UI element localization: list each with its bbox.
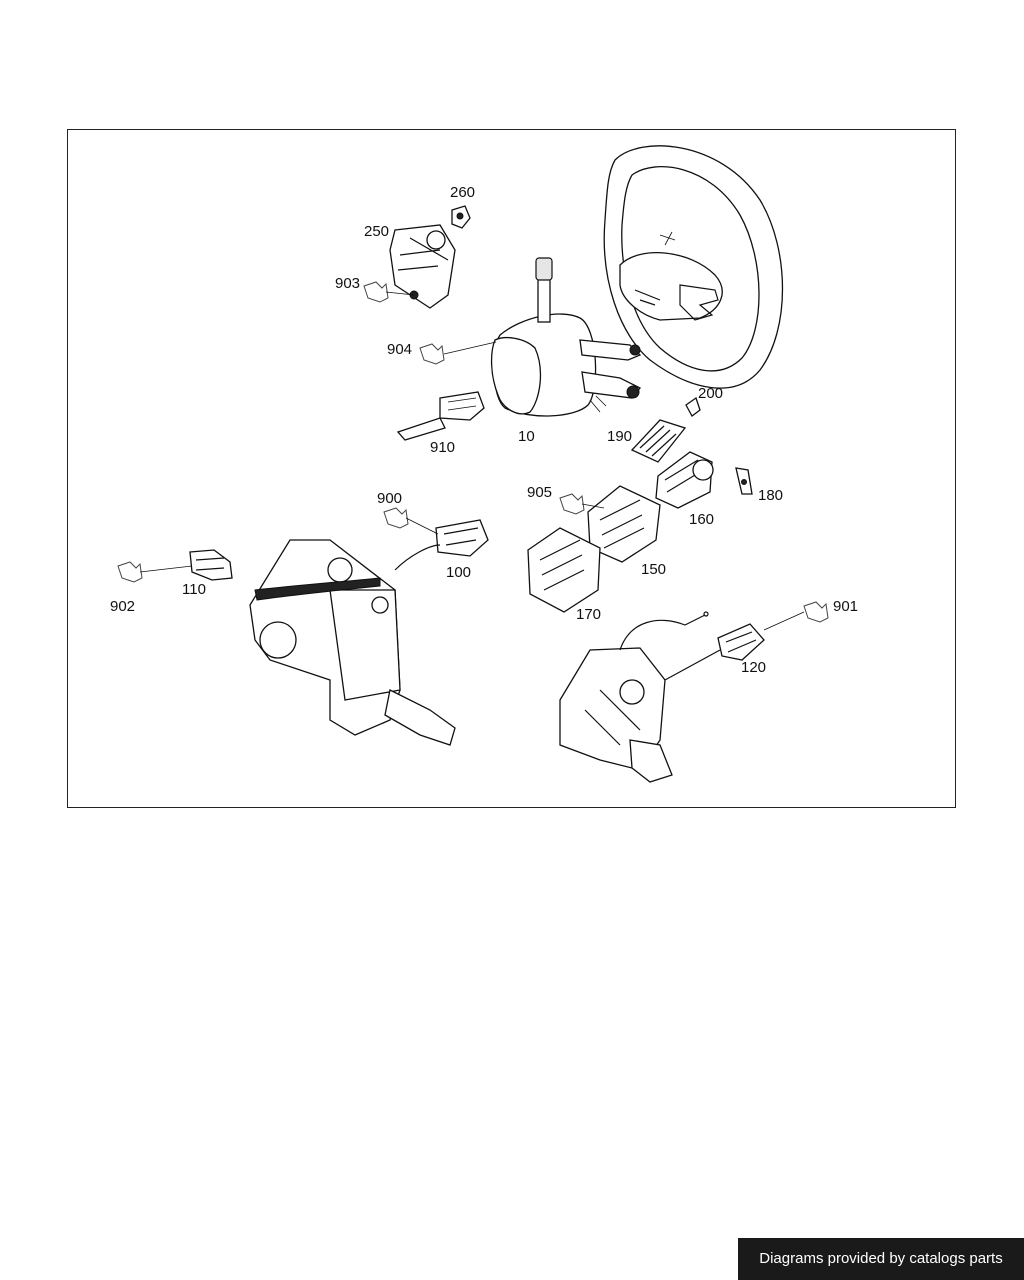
label-170: 170 — [576, 606, 601, 623]
steering-wheel — [603, 145, 784, 389]
label-200: 200 — [698, 385, 723, 402]
label-901: 901 — [833, 598, 858, 615]
part-180-bracket — [735, 467, 753, 495]
label-902: 902 — [110, 598, 135, 615]
part-250-module — [389, 224, 456, 309]
label-150: 150 — [641, 561, 666, 578]
part-labels: 260 250 903 904 910 10 190 200 180 160 9… — [110, 184, 858, 676]
label-910: 910 — [430, 439, 455, 456]
label-904: 904 — [387, 341, 412, 358]
diagram-frame — [67, 129, 956, 808]
bolt-symbols — [117, 281, 829, 623]
part-110-switch — [189, 549, 233, 581]
part-170-switch — [527, 527, 601, 613]
part-910-sensor — [396, 391, 485, 441]
label-100: 100 — [446, 564, 471, 581]
part-260-clip — [451, 205, 471, 229]
label-905: 905 — [527, 484, 552, 501]
part-200-clip — [685, 396, 701, 417]
parking-brake-assembly — [559, 611, 709, 783]
label-903: 903 — [335, 275, 360, 292]
part-120-switch — [664, 623, 765, 681]
part-10-column-switch — [490, 257, 642, 417]
label-260: 260 — [450, 184, 475, 201]
label-250: 250 — [364, 223, 389, 240]
label-120: 120 — [741, 659, 766, 676]
pedal-assembly-left — [249, 539, 456, 746]
label-10: 10 — [518, 428, 535, 445]
label-190: 190 — [607, 428, 632, 445]
label-110: 110 — [182, 581, 206, 598]
label-160: 160 — [689, 511, 714, 528]
label-180: 180 — [758, 487, 783, 504]
leader-lines — [139, 291, 805, 631]
part-190-switch — [630, 419, 687, 463]
part-160-switch — [655, 451, 714, 509]
footer-credit: Diagrams provided by catalogs parts — [738, 1238, 1024, 1280]
part-100-switch — [394, 519, 489, 571]
label-900: 900 — [377, 490, 402, 507]
